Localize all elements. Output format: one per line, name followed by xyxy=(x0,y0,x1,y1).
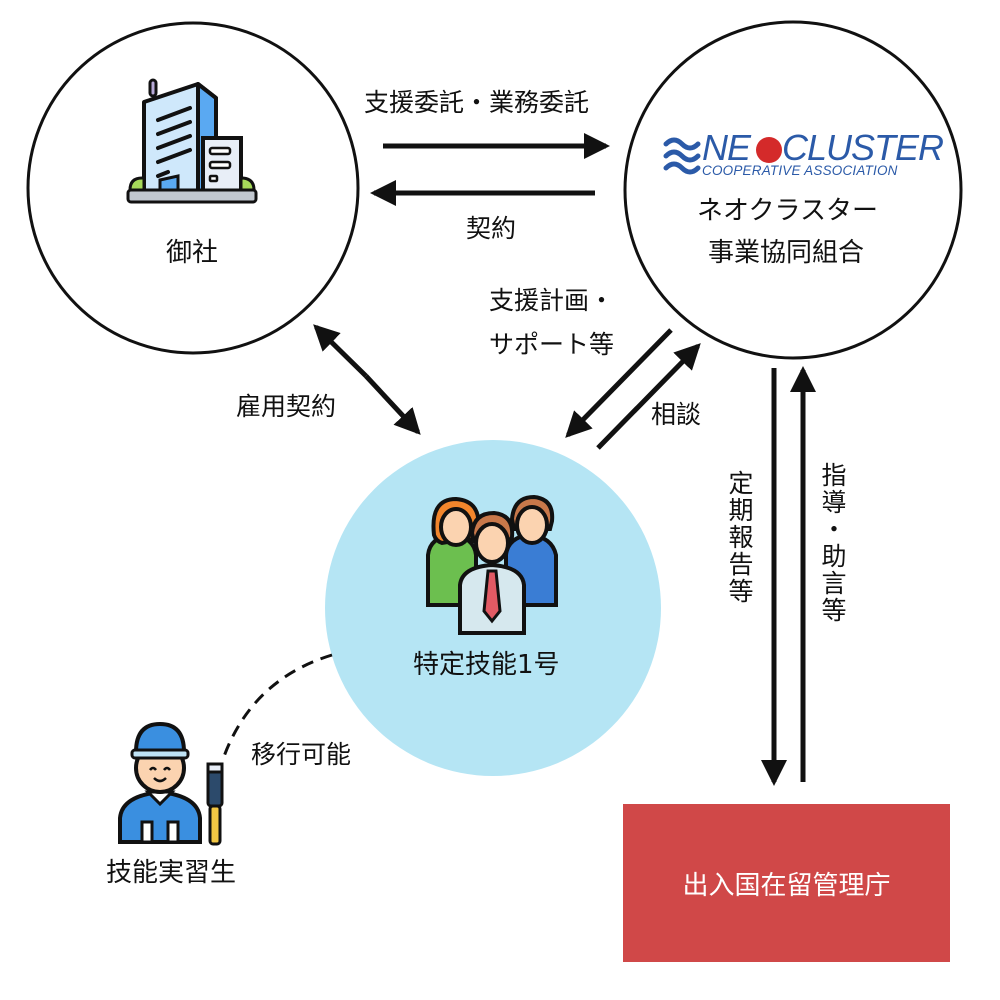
edge-label-transition: 移行可能 xyxy=(251,740,352,769)
union-name-line2: 事業協同組合 xyxy=(708,238,865,268)
group-of-people-icon xyxy=(426,494,558,635)
edge-label-contract: 契約 xyxy=(466,214,517,243)
logo-main-left: NE xyxy=(702,127,751,168)
logo-main-text: NE CLUSTER xyxy=(702,127,944,169)
trainee-label: 技能実習生 xyxy=(106,858,237,888)
union-name-line1: ネオクラスター xyxy=(697,196,878,226)
arrow-consultation xyxy=(596,343,701,450)
office-building-icon xyxy=(126,78,258,204)
edge-label-support-plan-2: サポート等 xyxy=(489,330,615,359)
specified-skilled-label: 特定技能1号 xyxy=(413,650,560,680)
edge-label-guidance: 指導・助言等 xyxy=(818,462,847,624)
edge-label-regular-report: 定期報告等 xyxy=(725,470,754,605)
edge-label-entrustment: 支援委託・業務委託 xyxy=(364,88,590,117)
transition-dashed-line xyxy=(220,653,333,763)
edge-label-support-plan-1: 支援計画・ xyxy=(489,286,615,315)
edge-label-employment: 雇用契約 xyxy=(236,392,337,421)
union-circle xyxy=(623,20,963,360)
neo-cluster-logo-dot xyxy=(756,137,782,163)
company-label: 御社 xyxy=(166,238,219,268)
immigration-agency-box: 出入国在留管理庁 xyxy=(623,804,950,962)
edge-label-consultation: 相談 xyxy=(651,400,702,429)
logo-sub-text: COOPERATIVE ASSOCIATION xyxy=(702,163,898,178)
immigration-agency-label: 出入国在留管理庁 xyxy=(682,870,891,901)
logo-main-right: CLUSTER xyxy=(782,127,944,168)
neo-cluster-logo-waves xyxy=(663,137,701,175)
construction-worker-icon xyxy=(118,721,224,846)
arrow-employment-up xyxy=(313,324,368,378)
neo-cluster-logo: NE CLUSTER COOPERATIVE ASSOCIATION xyxy=(664,127,944,183)
arrow-support-plan xyxy=(565,328,673,438)
arrow-employment-down xyxy=(364,374,421,435)
